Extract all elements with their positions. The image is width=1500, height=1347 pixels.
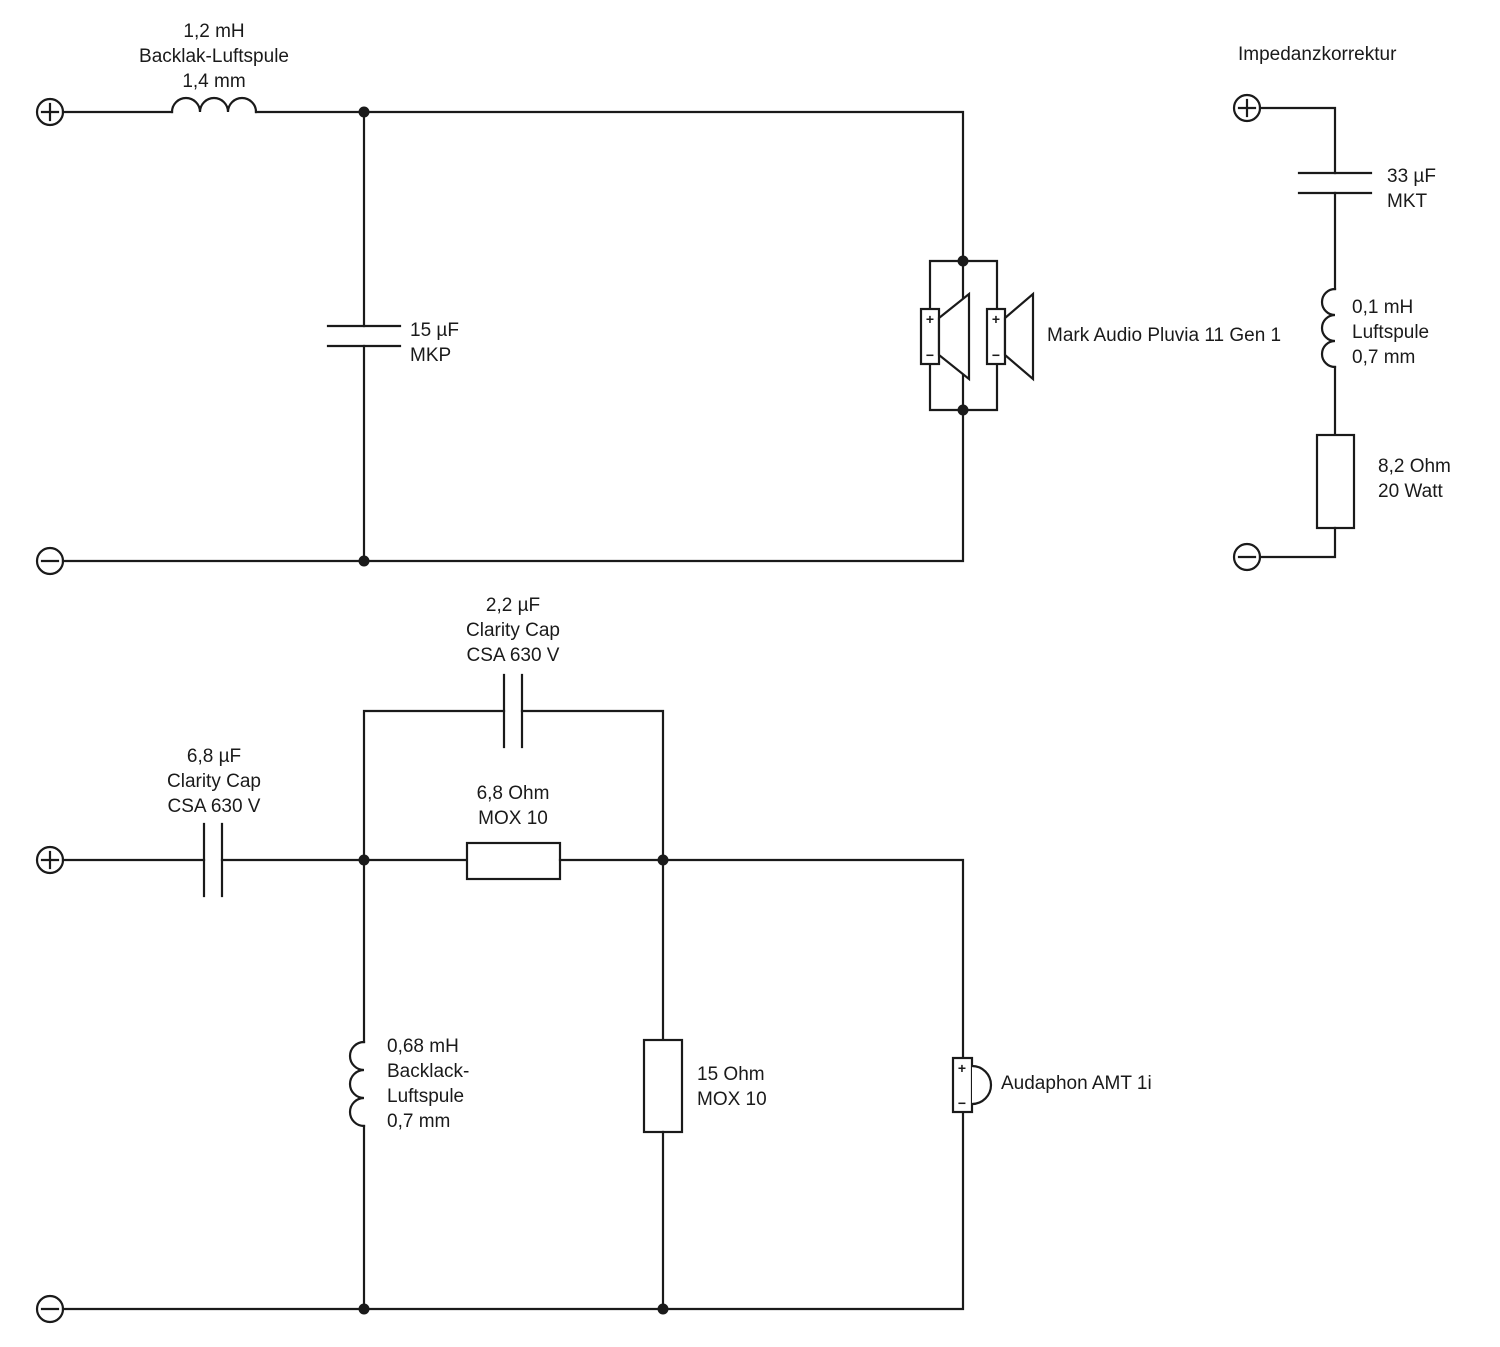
svg-text:Luftspule: Luftspule xyxy=(1352,322,1429,343)
coil-label: 0,1 mH Luftspule 0,7 mm xyxy=(1352,297,1429,368)
svg-text:Luftspule: Luftspule xyxy=(387,1086,464,1107)
svg-text:8,2 Ohm: 8,2 Ohm xyxy=(1378,456,1451,477)
svg-text:0,7 mm: 0,7 mm xyxy=(1352,347,1415,368)
svg-text:+: + xyxy=(926,311,934,327)
tweeter-icon: + − xyxy=(951,1056,993,1114)
tweeter-circuit: + − 2,2 µF Clarity Cap CSA 630 V 6,8 µF … xyxy=(35,595,1152,1324)
minus-terminal xyxy=(35,1294,65,1324)
svg-text:1,2 mH: 1,2 mH xyxy=(183,21,244,42)
inductor-symbol xyxy=(1320,287,1337,369)
svg-text:−: − xyxy=(992,347,1000,363)
svg-text:Backlack-: Backlack- xyxy=(387,1061,469,1082)
svg-text:1,4 mm: 1,4 mm xyxy=(182,71,245,92)
driver-label: Mark Audio Pluvia 11 Gen 1 xyxy=(1047,325,1281,346)
series-resistor-label: 6,8 Ohm MOX 10 xyxy=(477,783,550,829)
svg-text:MOX 10: MOX 10 xyxy=(478,808,548,829)
plus-terminal xyxy=(1232,93,1262,123)
svg-text:33 µF: 33 µF xyxy=(1387,166,1436,187)
plus-terminal xyxy=(35,845,65,875)
svg-text:20 Watt: 20 Watt xyxy=(1378,481,1443,502)
svg-text:15 Ohm: 15 Ohm xyxy=(697,1064,765,1085)
resistor-symbol xyxy=(465,841,562,881)
woofer-circuit: + − + − 1,2 mH Backlak-Luftspule 1,4 mm … xyxy=(35,21,1281,576)
capacitor-symbol xyxy=(502,673,524,749)
svg-text:−: − xyxy=(926,347,934,363)
svg-text:−: − xyxy=(958,1095,966,1111)
svg-text:+: + xyxy=(958,1060,966,1076)
svg-text:0,1 mH: 0,1 mH xyxy=(1352,297,1413,318)
svg-text:CSA 630 V: CSA 630 V xyxy=(467,645,560,666)
speaker-icon: + − xyxy=(919,291,971,382)
inductor-symbol xyxy=(348,1040,366,1128)
svg-text:CSA 630 V: CSA 630 V xyxy=(168,796,261,817)
bypass-capacitor-label: 2,2 µF Clarity Cap CSA 630 V xyxy=(466,595,560,666)
svg-text:MKP: MKP xyxy=(410,345,451,366)
shunt-resistor-label: 15 Ohm MOX 10 xyxy=(697,1064,767,1110)
svg-text:6,8 Ohm: 6,8 Ohm xyxy=(477,783,550,804)
series-capacitor-label: 6,8 µF Clarity Cap CSA 630 V xyxy=(167,746,261,817)
coil-label: 1,2 mH Backlak-Luftspule 1,4 mm xyxy=(139,21,289,92)
svg-text:0,68 mH: 0,68 mH xyxy=(387,1036,459,1057)
plus-terminal xyxy=(35,97,65,127)
capacitor-label: 33 µF MKT xyxy=(1387,166,1436,212)
svg-text:15 µF: 15 µF xyxy=(410,320,459,341)
svg-text:Backlak-Luftspule: Backlak-Luftspule xyxy=(139,46,289,67)
svg-text:2,2 µF: 2,2 µF xyxy=(486,595,540,616)
inductor-symbol xyxy=(170,96,258,114)
resistor-symbol xyxy=(642,1038,684,1134)
svg-text:Clarity Cap: Clarity Cap xyxy=(466,620,560,641)
capacitor-label: 15 µF MKP xyxy=(410,320,459,366)
svg-text:6,8 µF: 6,8 µF xyxy=(187,746,241,767)
minus-terminal xyxy=(35,546,65,576)
tweeter-label: Audaphon AMT 1i xyxy=(1001,1073,1152,1094)
svg-text:+: + xyxy=(992,311,1000,327)
impedance-title: Impedanzkorrektur xyxy=(1238,44,1397,65)
impedance-correction-circuit: Impedanzkorrektur 33 µF MKT 0,1 mH Lufts… xyxy=(1232,44,1451,572)
speaker-icon: + − xyxy=(985,291,1035,382)
capacitor-symbol xyxy=(326,324,402,348)
svg-text:MOX 10: MOX 10 xyxy=(697,1089,767,1110)
capacitor-symbol xyxy=(1297,171,1373,195)
resistor-symbol xyxy=(1315,433,1356,530)
capacitor-symbol xyxy=(202,822,224,898)
svg-text:MKT: MKT xyxy=(1387,191,1428,212)
minus-terminal xyxy=(1232,542,1262,572)
shunt-coil-label: 0,68 mH Backlack- Luftspule 0,7 mm xyxy=(387,1036,469,1132)
resistor-label: 8,2 Ohm 20 Watt xyxy=(1378,456,1451,502)
svg-text:0,7 mm: 0,7 mm xyxy=(387,1111,450,1132)
svg-text:Clarity Cap: Clarity Cap xyxy=(167,771,261,792)
